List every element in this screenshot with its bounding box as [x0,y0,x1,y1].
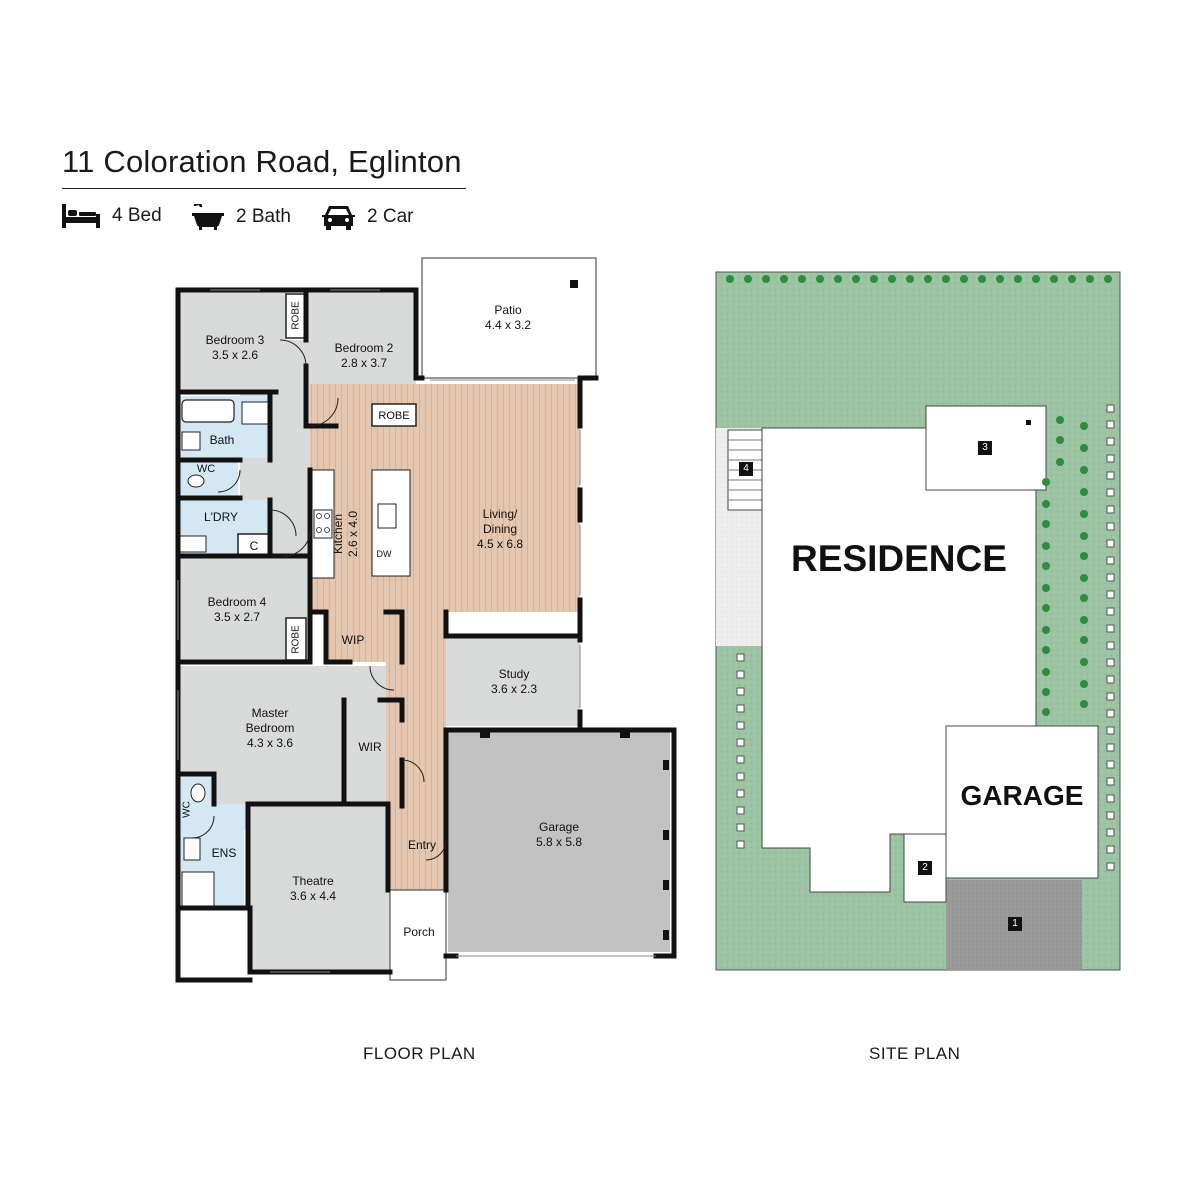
feature-bath: 2 Bath [192,204,291,230]
label-bath: Bath [209,433,235,447]
floor-wip [326,612,386,662]
cooktop [313,509,333,539]
feature-bath-label: 2 Bath [236,206,291,227]
toilet-wc [187,474,205,488]
floor-ens-link [214,804,248,830]
floor-theatre [250,806,390,972]
label-porch: Porch [403,925,435,939]
bed-icon [62,204,100,228]
site-garage-label: GARAGE [960,780,1084,811]
floor-living [310,384,580,612]
site-marker-4: 4 [739,462,753,476]
label-ens: ENS [211,846,237,860]
floor-porch [389,889,447,981]
feature-car: 2 Car [322,204,413,230]
label-wc: WC [196,463,216,475]
car-icon [322,206,355,230]
site-marker-2: 2 [918,861,932,875]
feature-bed-label: 4 Bed [112,205,162,226]
property-address: 11 Coloration Road, Eglinton [62,144,462,179]
floor-garage [448,730,670,952]
bathtub [181,399,235,423]
floor-plan-caption: FLOOR PLAN [363,1044,476,1063]
label-wir: WIR [358,740,382,754]
label-entry: Entry [407,838,436,852]
label-dishwasher: DW [376,549,392,559]
label-robe-bedroom2: ROBE [378,410,410,422]
label-laundry: L'DRY [203,510,239,524]
site-marker-1: 1 [1008,917,1022,931]
toilet-ens [190,783,206,803]
title-divider [62,188,466,189]
site-plan-caption: SITE PLAN [869,1044,961,1063]
feature-bed: 4 Bed [62,204,162,228]
floor-hallway [386,612,446,892]
bath-icon [192,204,224,230]
feature-car-label: 2 Car [367,206,414,227]
site-residence-label: RESIDENCE [791,538,1007,579]
site-marker-3: 3 [978,441,992,455]
floor-study [446,636,580,726]
site-garage [945,725,1099,879]
label-wip: WIP [341,633,365,647]
floor-patio [421,257,597,379]
label-cupboard: C [249,539,259,553]
